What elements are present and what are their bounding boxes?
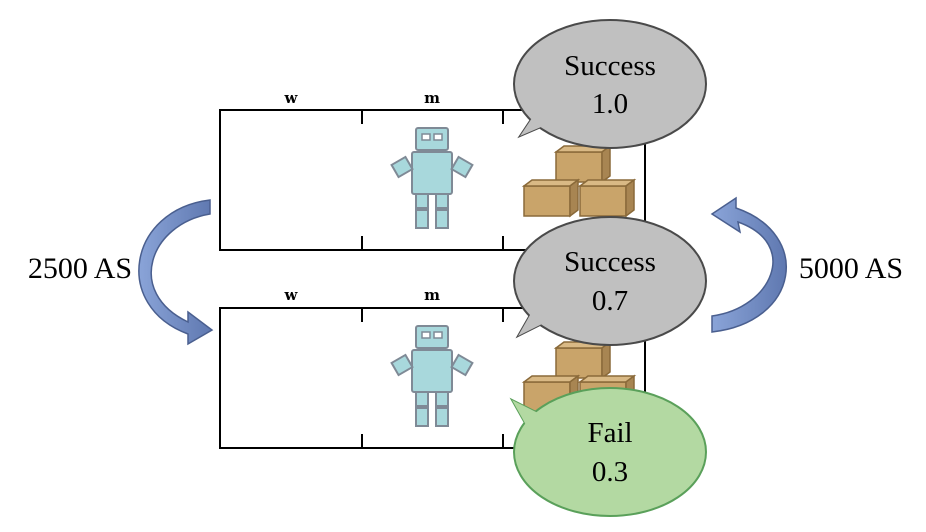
curved-arrow-icon <box>710 196 787 333</box>
top-success-bubble: Success 1.0 <box>513 19 707 149</box>
bottom-success-value: 0.7 <box>592 285 628 317</box>
top-bubble-value: 1.0 <box>592 88 628 120</box>
bottom-segment-label-w: w <box>284 286 299 304</box>
bottom-segment-label-m: m <box>424 286 440 304</box>
top-segment-label-w: w <box>284 89 299 107</box>
left-transition-label: 2500 AS <box>28 252 132 285</box>
top-segment-label-m: m <box>424 89 440 107</box>
top-bubble-title: Success <box>564 50 656 82</box>
right-transition-label: 5000 AS <box>799 252 903 285</box>
fail-bubble-title: Fail <box>587 417 632 449</box>
curved-arrow-icon <box>138 199 214 346</box>
bottom-fail-bubble: Fail 0.3 <box>509 387 707 517</box>
bottom-success-title: Success <box>564 246 656 278</box>
bottom-success-bubble: Success 0.7 <box>513 216 707 346</box>
fail-bubble-value: 0.3 <box>592 456 628 488</box>
